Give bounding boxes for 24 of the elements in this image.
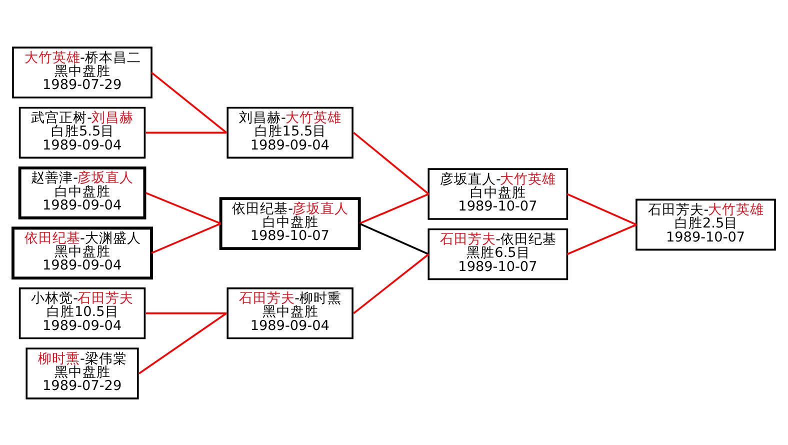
connector: [146, 131, 226, 134]
node-box: 武宫正树-刘昌赫 白胜5.5目 1989-09-04: [18, 106, 146, 158]
node-box: 依田纪基-大渊盛人 黑中盘胜 1989-09-04: [12, 226, 154, 280]
connector: [150, 71, 228, 133]
node-box: 石田芳夫-大竹英雄 白胜2.5目 1989-10-07: [636, 198, 776, 250]
node-box: 大竹英雄-桥本昌二 黑中盘胜 1989-07-29: [12, 46, 152, 98]
node-box: 彦坂直人-大竹英雄 白中盘胜 1989-10-07: [428, 168, 568, 220]
connector: [566, 192, 637, 226]
connector: [146, 192, 222, 224]
node-box: 刘昌赫-大竹英雄 白胜15.5目 1989-09-04: [226, 106, 354, 158]
connector: [359, 192, 429, 224]
connector: [353, 253, 430, 314]
connector: [138, 312, 227, 374]
node-box: 石田芳夫-依田纪基 黑胜6.5目 1989-10-07: [428, 228, 568, 280]
connector: [151, 222, 222, 254]
node-box: 赵善津-彦坂直人 白中盘胜 1989-09-04: [18, 166, 146, 219]
connector: [359, 222, 429, 255]
connector: [146, 312, 226, 314]
node-box: 柳时熏-梁伟棠 黑中盘胜 1989-07-29: [26, 347, 139, 399]
connector: [353, 132, 430, 194]
node-box: 依田纪基-彦坂直人 白中盘胜 1989-10-07: [219, 196, 361, 250]
connector: [566, 223, 637, 255]
node-box: 石田芳夫-柳时熏 黑中盘胜 1989-09-04: [226, 286, 354, 339]
node-box: 小林觉-石田芳夫 白胜10.5目 1989-09-04: [18, 286, 146, 339]
